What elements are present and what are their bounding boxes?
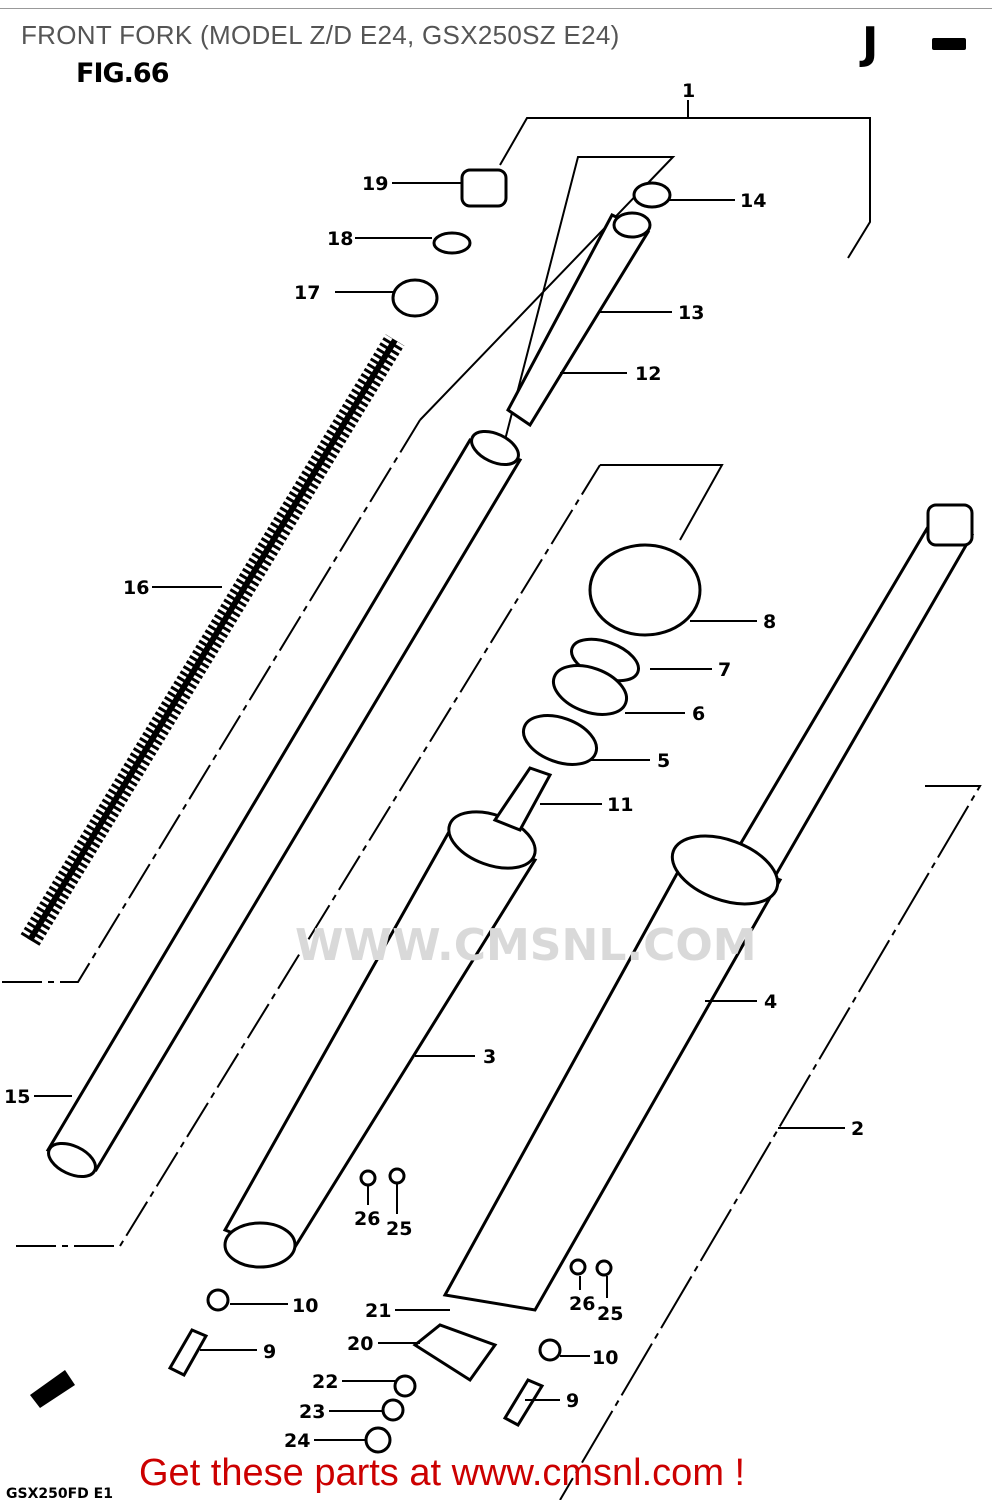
callout-3: 3 (483, 1046, 496, 1068)
callout-24: 24 (284, 1430, 310, 1452)
front-arrow-icon (30, 1370, 75, 1408)
o-ring (432, 231, 472, 255)
plug-right (569, 1258, 587, 1276)
callout-20: 20 (347, 1333, 373, 1355)
callout-5: 5 (657, 750, 670, 772)
callout-11: 11 (607, 794, 633, 816)
callout-10: 10 (292, 1295, 318, 1317)
gasket (388, 1167, 406, 1185)
figure-number: FIG.66 (76, 58, 169, 89)
cap-bolt (460, 168, 508, 208)
plug (359, 1169, 377, 1187)
callout-13: 13 (678, 302, 704, 324)
top-divider (0, 8, 992, 9)
washer-23 (381, 1398, 405, 1422)
callout-18: 18 (327, 228, 353, 250)
callout-2: 2 (851, 1118, 864, 1140)
dust-seal (588, 543, 702, 637)
page-title: FRONT FORK (MODEL Z/D E24, GSX250SZ E24) (21, 20, 620, 50)
callout-23: 23 (299, 1401, 325, 1423)
callout-21: 21 (365, 1300, 391, 1322)
bolt (167, 1328, 209, 1377)
callout-7: 7 (718, 659, 731, 681)
washer-22 (393, 1374, 417, 1398)
callout-19: 19 (362, 173, 388, 195)
callout-10-right: 10 (592, 1347, 618, 1369)
cta-link[interactable]: Get these parts at www.cmsnl.com ! (139, 1452, 746, 1494)
callout-26-right: 26 (569, 1293, 595, 1315)
callout-15: 15 (4, 1086, 30, 1108)
callout-25-right: 25 (597, 1303, 623, 1325)
section-letter: J (862, 18, 879, 69)
callout-12: 12 (635, 363, 661, 385)
watermark: WWW.CMSNL.COM (295, 920, 757, 971)
callout-22: 22 (312, 1371, 338, 1393)
leader-lines (34, 100, 845, 1441)
inner-tube (45, 429, 523, 1179)
callout-9: 9 (263, 1341, 276, 1363)
callout-26: 26 (354, 1208, 380, 1230)
assembly-brackets (2, 117, 982, 1500)
gasket-right (595, 1259, 613, 1277)
diagram-code: GSX250FD E1 (6, 1486, 113, 1502)
callout-17: 17 (294, 282, 320, 304)
nut-24 (364, 1426, 392, 1454)
spacer (391, 278, 439, 318)
section-dash (932, 38, 966, 50)
callout-4: 4 (764, 991, 777, 1013)
damper-rod (506, 213, 651, 428)
rebound-spring (632, 181, 672, 209)
callout-1: 1 (682, 80, 695, 102)
callout-9-right: 9 (566, 1390, 579, 1412)
callout-14: 14 (740, 190, 766, 212)
callout-8: 8 (763, 611, 776, 633)
oil-seal-spacer (522, 714, 598, 766)
axle-holder (412, 1323, 498, 1383)
washer (206, 1288, 230, 1312)
rod-piston-ring (612, 211, 652, 239)
callout-6: 6 (692, 703, 705, 725)
callout-16: 16 (123, 577, 149, 599)
outer-tube-right (442, 503, 975, 1312)
oil-seal (552, 664, 628, 716)
oil-lock-piece (492, 766, 553, 832)
callout-25: 25 (386, 1218, 412, 1240)
washer-right (538, 1338, 562, 1362)
bolt-right (502, 1378, 545, 1427)
